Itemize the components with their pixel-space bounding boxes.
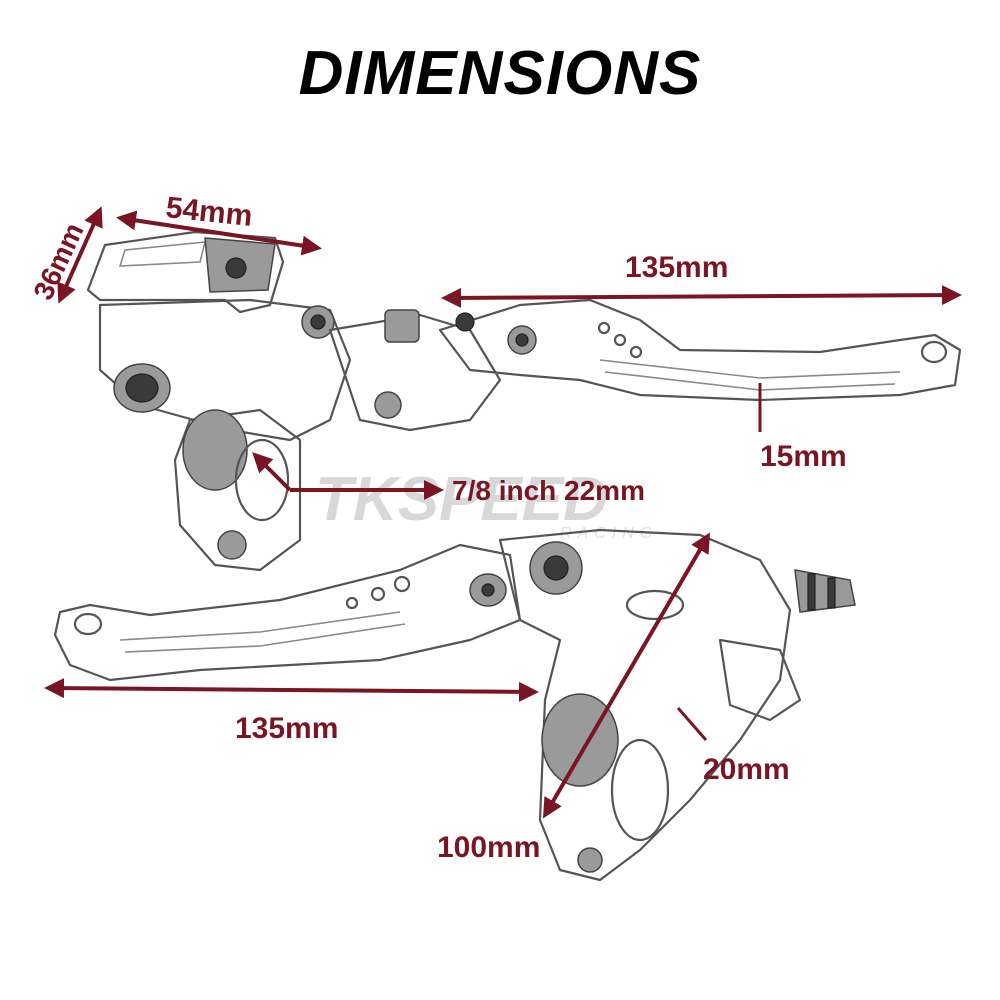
upper-pivot-block (328, 313, 502, 432)
dim-arrow-54mm (116, 210, 322, 256)
label-36mm: 36mm (27, 218, 89, 304)
dim-arrow-100mm (542, 532, 711, 819)
lower-lever-blade (53, 543, 522, 682)
page-title: DIMENSIONS (298, 39, 702, 108)
label-15mm: 15mm (760, 440, 847, 473)
label-100mm: 100mm (437, 831, 540, 864)
upper-bar-clamp (173, 408, 302, 572)
dim-arrow-22mm-a (252, 452, 292, 492)
label-bottom-135mm: 135mm (235, 712, 338, 745)
label-22mm: 7/8 inch 22mm (452, 475, 645, 506)
label-20mm: 20mm (703, 753, 790, 786)
watermark-brand: TKSPEED (315, 465, 608, 534)
dimension-lines (44, 206, 962, 819)
dim-tick-20mm (676, 707, 708, 741)
lower-lever-assembly-drawing (53, 528, 856, 882)
dim-arrow-36mm (57, 206, 103, 304)
watermark: TKSPEED RACING (315, 465, 652, 542)
dim-arrow-bottom-135mm (44, 678, 539, 702)
dim-arrow-top-135mm (441, 285, 962, 308)
label-top-135mm: 135mm (625, 251, 728, 284)
cable-adjuster (794, 569, 856, 613)
upper-lever-blade (438, 298, 962, 402)
